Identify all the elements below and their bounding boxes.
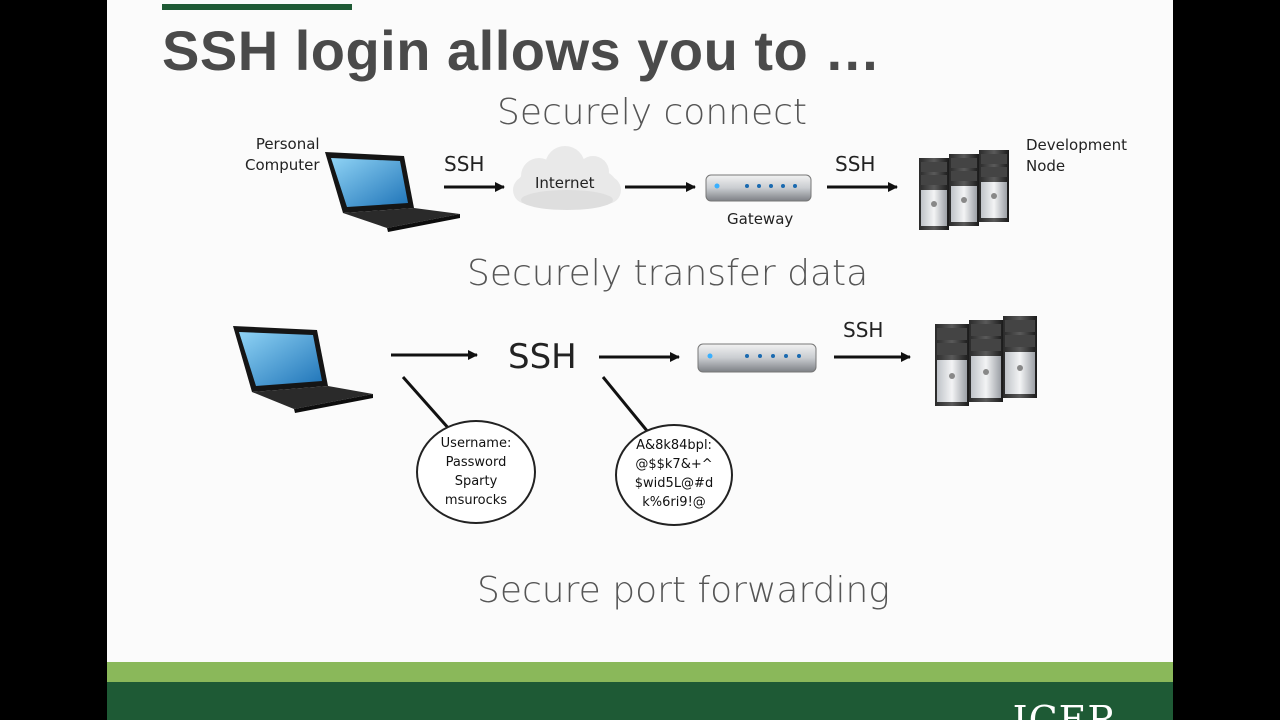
encrypted-line-3: $wid5L@#d [634,476,714,491]
plain-line-2: Password [445,455,507,470]
heading-securely-transfer-data: Securely transfer data [467,253,869,294]
ssh-tunnel-label: SSH [508,337,577,377]
gateway-label: Gateway [727,210,794,228]
encrypted-line-2: @$$k7&+^ [635,457,713,472]
development-node-label: Development Node [1026,135,1127,177]
encrypted-line-1: A&8k84bpl: [636,438,712,453]
plaintext-credentials-bubble: Username: Password Sparty msurocks [416,420,536,524]
heading-secure-port-forwarding: Secure port forwarding [477,570,890,611]
server-rack-icon-2 [935,316,1037,406]
diagram-graphics [137,146,1037,720]
ssh-label-3: SSH [843,318,884,342]
slide: SSH login allows you to … [107,0,1173,720]
encrypted-line-4: k%6ri9!@ [642,495,706,510]
ssh-label-1: SSH [444,152,485,176]
server-rack-icon [919,150,1009,230]
plain-line-1: Username: [440,436,512,451]
callout-line-plain [401,376,452,431]
heading-securely-connect: Securely connect [497,92,808,133]
internet-label: Internet [535,174,595,192]
gateway-router-icon [705,174,812,202]
internet-cloud-icon [513,146,621,210]
development-node-label-line2: Node [1026,157,1066,175]
personal-computer-label-line2: Computer [245,156,320,174]
ssh-label-2: SSH [835,152,876,176]
encrypted-data-bubble: A&8k84bpl: @$$k7&+^ $wid5L@#d k%6ri9!@ [615,424,733,526]
personal-computer-label-line1: Personal [255,135,320,153]
gateway-router-icon-2 [697,343,817,373]
plain-line-3: Sparty [454,474,498,489]
laptop-icon [325,152,460,232]
icer-logo: ICER [1012,698,1117,720]
callout-line-encrypted [601,376,650,433]
slide-title: SSH login allows you to … [162,19,881,82]
footer-band [107,682,1173,720]
title-accent-bar [162,4,352,10]
development-node-label-line1: Development [1026,136,1127,154]
personal-computer-label: Personal Computer [245,134,320,176]
footer-accent-band [107,662,1173,682]
plain-line-4: msurocks [444,493,508,508]
laptop-icon-2 [233,326,373,413]
